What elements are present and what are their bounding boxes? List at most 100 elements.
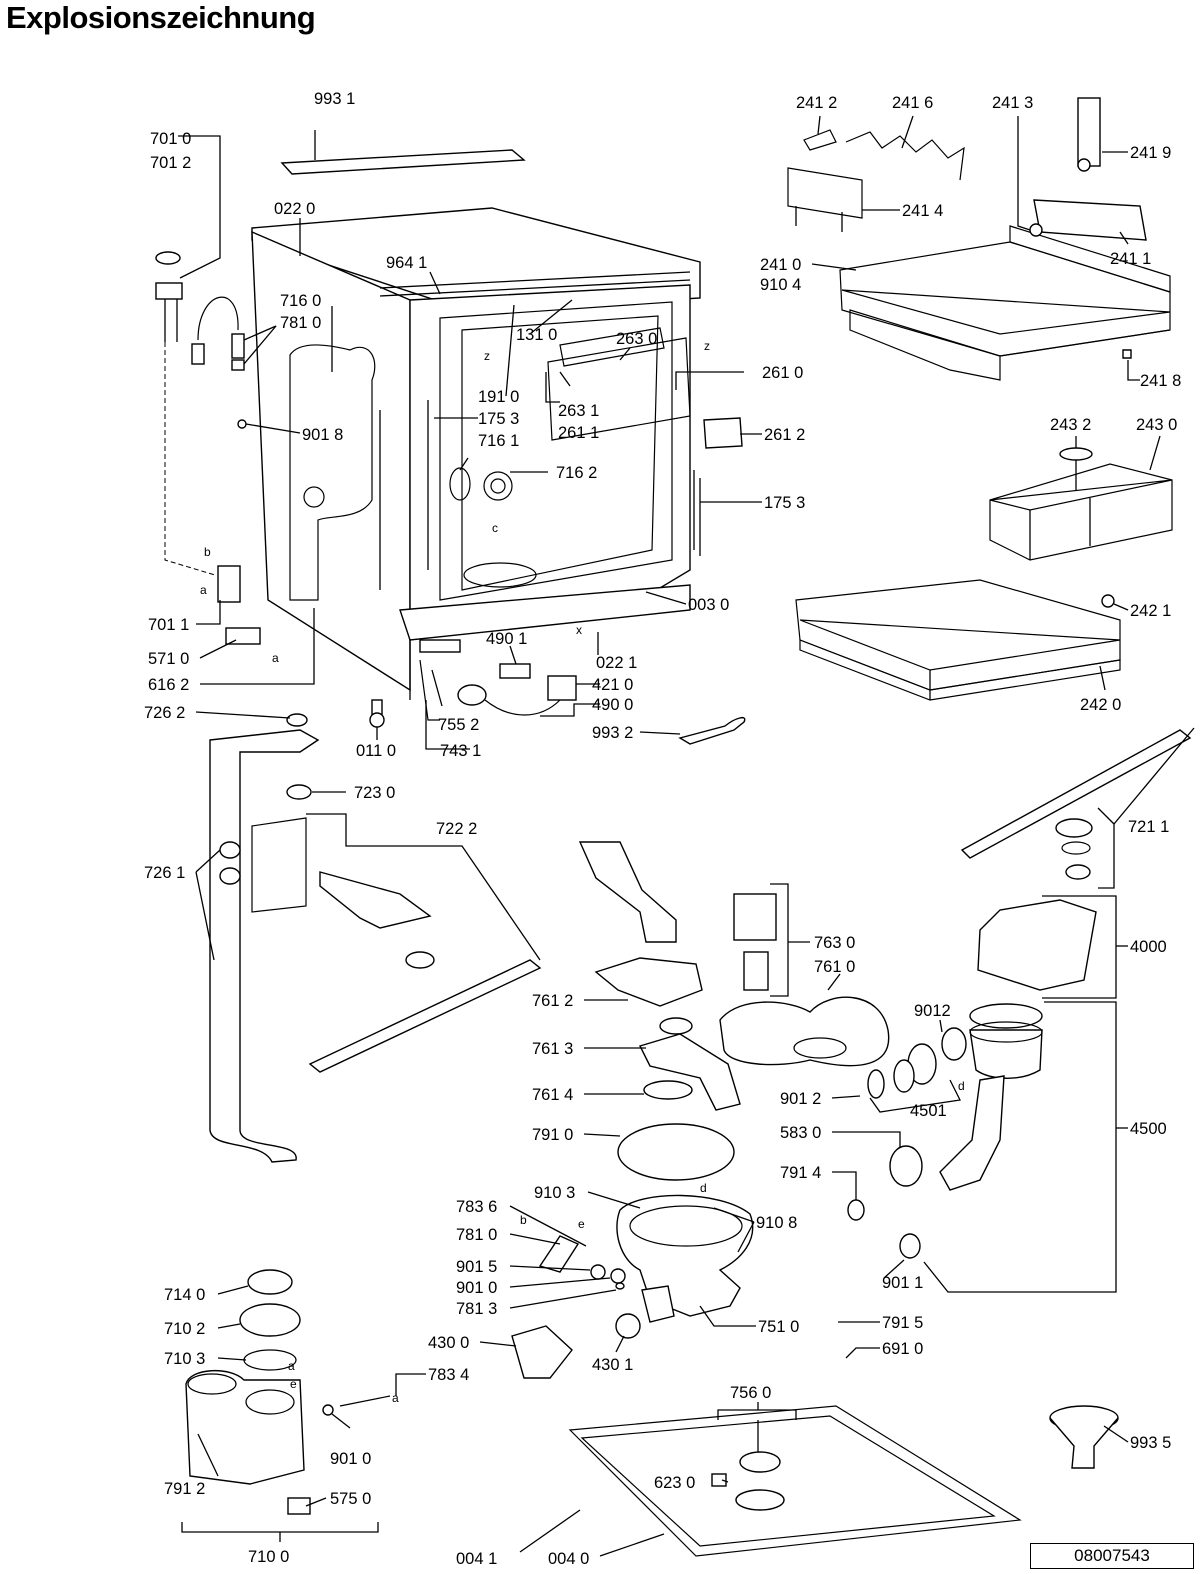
part-label: 710 0 [248, 1548, 289, 1566]
page-title: Explosionszeichnung [6, 0, 316, 35]
part-label: 261 1 [558, 424, 599, 442]
ref-letter: b [204, 545, 211, 559]
cutlery-basket [989, 447, 1173, 561]
part-label: 714 0 [164, 1286, 205, 1304]
part-label: 910 8 [756, 1214, 797, 1232]
part-label: 726 1 [144, 864, 185, 882]
part-label: 783 6 [456, 1198, 497, 1216]
tub-assembly [251, 149, 743, 700]
lower-basket [795, 579, 1121, 701]
part-label: 261 0 [762, 364, 803, 382]
part-label: 743 1 [440, 742, 481, 760]
part-label: 761 3 [532, 1040, 573, 1058]
part-label: 242 0 [1080, 696, 1121, 714]
part-label: 691 0 [882, 1340, 923, 1358]
part-label: 901 0 [330, 1450, 371, 1468]
ref-letter: b [520, 1213, 527, 1227]
part-label: 241 4 [902, 202, 943, 220]
ref-letter: e [290, 1377, 297, 1391]
part-label: 022 0 [274, 200, 315, 218]
part-label: 421 0 [592, 676, 633, 694]
spray-arm-assembly [209, 713, 542, 1163]
part-label: 710 2 [164, 1320, 205, 1338]
part-label: 993 1 [314, 90, 355, 108]
part-label: 701 2 [150, 154, 191, 172]
part-label: 261 2 [764, 426, 805, 444]
part-label: 004 0 [548, 1550, 589, 1568]
part-label: 241 1 [1110, 250, 1151, 268]
part-label: 723 0 [354, 784, 395, 802]
part-label: 191 0 [478, 388, 519, 406]
part-label: 964 1 [386, 254, 427, 272]
pump-housing [847, 899, 1097, 1259]
sump-assembly [511, 841, 890, 1379]
part-label: 175 3 [478, 410, 519, 428]
part-label: 910 3 [534, 1184, 575, 1202]
floor-parts [369, 659, 746, 745]
part-label: 243 2 [1050, 416, 1091, 434]
part-label: 716 2 [556, 464, 597, 482]
ref-letter: a [200, 583, 207, 597]
document-number: 08007543 [1030, 1543, 1194, 1569]
upper-basket [787, 97, 1171, 381]
part-label: 131 0 [516, 326, 557, 344]
upper-spray-arm [960, 729, 1192, 880]
part-label: 716 1 [478, 432, 519, 450]
part-label: 761 0 [814, 958, 855, 976]
part-label: 490 1 [486, 630, 527, 648]
base-frame [568, 1405, 1022, 1557]
part-label: 175 3 [764, 494, 805, 512]
part-label: 783 4 [428, 1366, 469, 1384]
part-label: 004 1 [456, 1550, 497, 1568]
inlet-hose-parts [155, 251, 261, 645]
ref-letter: a [272, 651, 279, 665]
part-label: 616 2 [148, 676, 189, 694]
part-label: 022 1 [596, 654, 637, 672]
part-label: 901 0 [456, 1279, 497, 1297]
part-label: 241 0 [760, 256, 801, 274]
part-label: 722 2 [436, 820, 477, 838]
part-label: 263 1 [558, 402, 599, 420]
part-label: 781 3 [456, 1300, 497, 1318]
part-label: 241 8 [1140, 372, 1181, 390]
part-label: 263 0 [616, 330, 657, 348]
part-label: 901 8 [302, 426, 343, 444]
part-label: 003 0 [688, 596, 729, 614]
ref-letter: e [578, 1217, 585, 1231]
part-label: 781 0 [456, 1226, 497, 1244]
part-label: 993 5 [1130, 1434, 1171, 1452]
part-label: 763 0 [814, 934, 855, 952]
part-label: 901 2 [780, 1090, 821, 1108]
part-label: 575 0 [330, 1490, 371, 1508]
part-label: 716 0 [280, 292, 321, 310]
part-label: 4500 [1130, 1120, 1167, 1138]
part-label: 4501 [910, 1102, 947, 1120]
part-label: 241 2 [796, 94, 837, 112]
part-label: 791 0 [532, 1126, 573, 1144]
part-label: 241 9 [1130, 144, 1171, 162]
part-label: 701 0 [150, 130, 191, 148]
part-label: 755 2 [438, 716, 479, 734]
part-label: 583 0 [780, 1124, 821, 1142]
funnel [1049, 1405, 1119, 1469]
part-label: 756 0 [730, 1384, 771, 1402]
part-label: 430 1 [592, 1356, 633, 1374]
part-label: 993 2 [592, 724, 633, 742]
part-label: 490 0 [592, 696, 633, 714]
part-label: 4000 [1130, 938, 1167, 956]
ref-letter: d [958, 1079, 965, 1093]
part-label: 721 1 [1128, 818, 1169, 836]
ref-letter: d [700, 1181, 707, 1195]
part-label: 701 1 [148, 616, 189, 634]
ref-letter: a [392, 1391, 399, 1405]
part-label: 623 0 [654, 1474, 695, 1492]
ref-letter: c [492, 521, 498, 535]
part-label: 241 6 [892, 94, 933, 112]
part-label: 430 0 [428, 1334, 469, 1352]
ref-letter: x [576, 623, 582, 637]
water-softener [185, 1269, 391, 1515]
part-label: 781 0 [280, 314, 321, 332]
part-labels: 993 1 701 0 701 2 022 0 964 1 716 0 781 … [144, 90, 1181, 1568]
part-label: 791 5 [882, 1314, 923, 1332]
